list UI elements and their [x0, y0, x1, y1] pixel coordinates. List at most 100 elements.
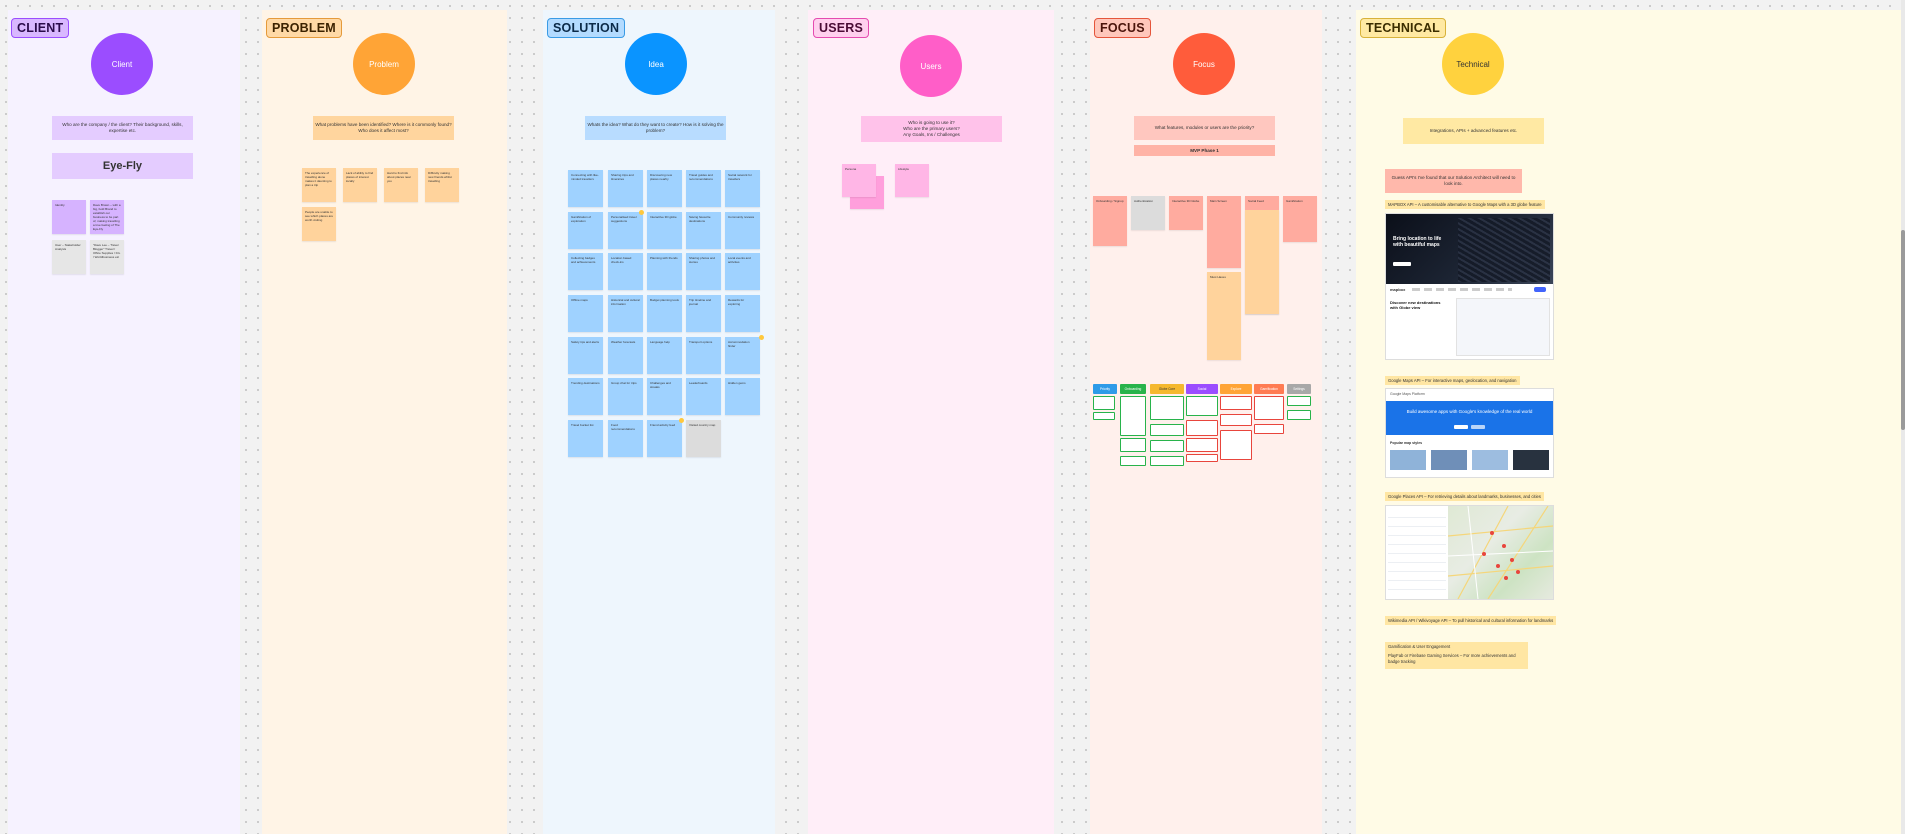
board-card[interactable]	[1186, 396, 1218, 416]
board-column-header[interactable]: Priority	[1093, 384, 1117, 394]
solution-note[interactable]: Collecting badges and achievements	[568, 253, 603, 290]
solution-note[interactable]: Visited country map	[686, 420, 721, 457]
technical-circle[interactable]: Technical	[1442, 33, 1504, 95]
api-label[interactable]: MAPBOX API – A customisable alternative …	[1385, 200, 1545, 209]
board-card[interactable]	[1186, 454, 1218, 462]
client-tag[interactable]: CLIENT	[11, 18, 70, 38]
solution-note[interactable]: Transport options	[686, 337, 721, 374]
client-note[interactable]: Dave Brown – with a big, bold Brand to e…	[90, 200, 124, 234]
solution-note[interactable]: Connecting with like-minded travellers	[568, 170, 603, 207]
problem-circle[interactable]: Problem	[353, 33, 415, 95]
gmaps-cta-button[interactable]	[1454, 425, 1468, 429]
map-pin-icon[interactable]	[1482, 552, 1486, 556]
client-note[interactable]: User – Stakeholder Analysis	[52, 240, 86, 274]
problem-note[interactable]: The experience of travelling alone makes…	[302, 168, 336, 202]
users-note[interactable]: Persona	[842, 164, 876, 197]
solution-note[interactable]: Planning with friends	[647, 253, 682, 290]
board-card[interactable]	[1186, 438, 1218, 452]
users-note[interactable]: Lifestyle	[895, 164, 929, 197]
google-places-screenshot[interactable]	[1385, 505, 1554, 600]
map-pin-icon[interactable]	[1502, 544, 1506, 548]
solution-note[interactable]: Hidden gems	[725, 378, 760, 415]
board-column-header[interactable]: Settings	[1287, 384, 1311, 394]
solution-note[interactable]: Sharing photos and stories	[686, 253, 721, 290]
map-style-thumbnail[interactable]	[1390, 450, 1426, 470]
solution-note[interactable]: Saving favourite destinations	[686, 212, 721, 249]
problem-prompt[interactable]: What problems have been identified? Wher…	[313, 116, 454, 140]
solution-note[interactable]: Trip timeline and journal	[686, 295, 721, 332]
api-label[interactable]: Wikimedia API / Wikivoyage API – To pull…	[1385, 616, 1557, 625]
api-label[interactable]: Gamification & User Engagement PlayFab o…	[1385, 642, 1528, 669]
users-prompt[interactable]: Who is going to use it? Who are the prim…	[861, 116, 1002, 142]
solution-note[interactable]: Friend activity feed	[647, 420, 682, 457]
google-maps-screenshot[interactable]: Google Maps Platform Build awesome apps …	[1385, 388, 1554, 478]
solution-tag[interactable]: SOLUTION	[547, 18, 626, 38]
board-card[interactable]	[1220, 430, 1252, 460]
solution-note[interactable]: Challenges and streaks	[647, 378, 682, 415]
gmaps-cta-button[interactable]	[1471, 425, 1485, 429]
board-card[interactable]	[1150, 440, 1184, 452]
focus-mvp[interactable]: MVP Phase 1	[1134, 145, 1275, 156]
client-circle[interactable]: Client	[91, 33, 153, 95]
map-pin-icon[interactable]	[1504, 576, 1508, 580]
board-card[interactable]	[1120, 438, 1146, 452]
technical-tag[interactable]: TECHNICAL	[1360, 18, 1447, 38]
mapbox-signup-button[interactable]	[1534, 287, 1546, 292]
focus-note[interactable]	[1245, 210, 1279, 314]
problem-tag[interactable]: PROBLEM	[266, 18, 342, 38]
board-card[interactable]	[1287, 396, 1311, 406]
users-circle[interactable]: Users	[900, 35, 962, 97]
board-card[interactable]	[1186, 420, 1218, 436]
solution-note[interactable]: Trending destinations	[568, 378, 603, 415]
solution-circle[interactable]: Idea	[625, 33, 687, 95]
solution-note[interactable]: Group chat for trips	[608, 378, 643, 415]
focus-note[interactable]: Authentication	[1131, 196, 1165, 230]
scrollbar-thumb[interactable]	[1901, 230, 1905, 430]
users-tag[interactable]: USERS	[813, 18, 870, 38]
board-column-header[interactable]: Social	[1186, 384, 1218, 394]
focus-note[interactable]: Must Haves	[1207, 272, 1241, 360]
focus-note[interactable]: Gamification	[1283, 196, 1317, 242]
problem-note[interactable]: Lack of ability to find places of intere…	[343, 168, 377, 202]
board-column-header[interactable]: Gamification	[1254, 384, 1284, 394]
map-pin-icon[interactable]	[1516, 570, 1520, 574]
solution-note[interactable]: Weather forecasts	[608, 337, 643, 374]
solution-note[interactable]: Location based check-ins	[608, 253, 643, 290]
board-card[interactable]	[1120, 396, 1146, 436]
problem-note[interactable]: Difficulty making new friends whilst tra…	[425, 168, 459, 202]
focus-prompt[interactable]: What features, modules or users are the …	[1134, 116, 1275, 140]
solution-note[interactable]: Interactive 3D globe	[647, 212, 682, 249]
focus-note[interactable]: Main Screen	[1207, 196, 1241, 268]
board-card[interactable]	[1093, 396, 1115, 410]
focus-tag[interactable]: FOCUS	[1094, 18, 1151, 38]
solution-note[interactable]: Offline maps	[568, 295, 603, 332]
map-pin-icon[interactable]	[1490, 531, 1494, 535]
board-card[interactable]	[1150, 456, 1184, 466]
client-note[interactable]: "Dave Lee – Travel Blogger" Travel / Off…	[90, 240, 124, 274]
board-card[interactable]	[1093, 412, 1115, 420]
mapbox-screenshot[interactable]: Bring location to life with beautiful ma…	[1385, 213, 1554, 360]
solution-note[interactable]: Travel bucket list	[568, 420, 603, 457]
solution-note[interactable]: Rewards for exploring	[725, 295, 760, 332]
solution-note[interactable]: Social network for travellers	[725, 170, 760, 207]
map-pin-icon[interactable]	[1496, 564, 1500, 568]
technical-red-note[interactable]: Guess API's I've found that our Solution…	[1385, 169, 1522, 193]
map-style-thumbnail[interactable]	[1513, 450, 1549, 470]
board-card[interactable]	[1120, 456, 1146, 466]
board-column-header[interactable]: Globe Core	[1150, 384, 1184, 394]
solution-note[interactable]: Leaderboards	[686, 378, 721, 415]
board-card[interactable]	[1150, 396, 1184, 420]
solution-note[interactable]: Language help	[647, 337, 682, 374]
solution-prompt[interactable]: Whats the idea? What do they want to cre…	[585, 116, 726, 140]
solution-note[interactable]: Sharing trips and itineraries	[608, 170, 643, 207]
focus-note[interactable]: Onboarding / Signup	[1093, 196, 1127, 246]
solution-note[interactable]: Budget planning tools	[647, 295, 682, 332]
board-card[interactable]	[1220, 396, 1252, 410]
solution-note[interactable]: Community reviews	[725, 212, 760, 249]
board-card[interactable]	[1220, 414, 1252, 426]
board-card[interactable]	[1254, 396, 1284, 420]
map-style-thumbnail[interactable]	[1472, 450, 1508, 470]
solution-note[interactable]: Travel guides and recommendations	[686, 170, 721, 207]
solution-note[interactable]: Safety tips and alerts	[568, 337, 603, 374]
map-style-thumbnail[interactable]	[1431, 450, 1467, 470]
